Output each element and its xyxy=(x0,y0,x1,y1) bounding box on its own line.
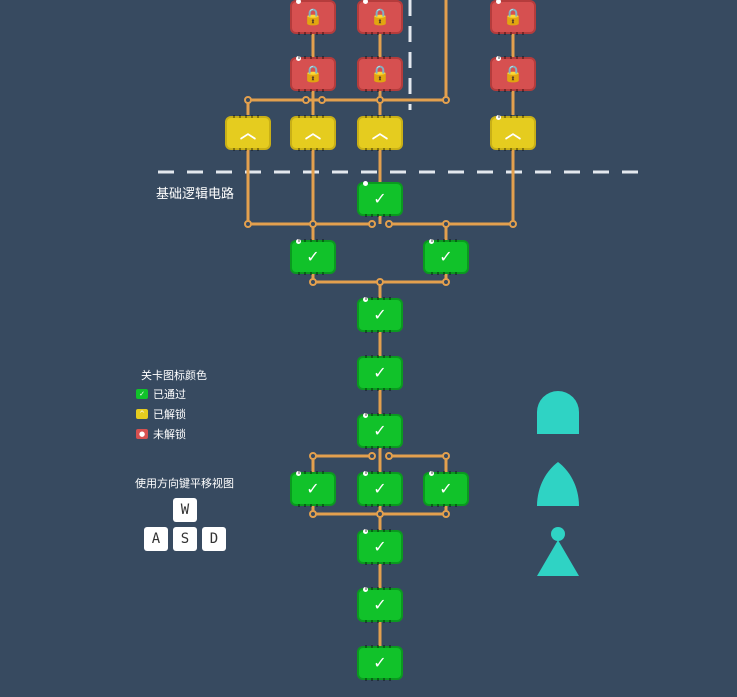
legend-item-unlocked: ^ 已解锁 xyxy=(136,406,186,422)
key-s[interactable]: S xyxy=(173,527,197,551)
controls-title: 使用方向键平移视图 xyxy=(135,477,234,490)
level-node-done[interactable]: ✓ xyxy=(290,239,336,275)
level-node-done[interactable]: ✓ xyxy=(357,587,403,623)
level-node-done[interactable]: ✓ xyxy=(357,471,403,507)
level-node-unlocked[interactable]: ︿ xyxy=(290,115,336,151)
section-label: 基础逻辑电路 xyxy=(156,187,235,202)
chevron-up-icon: ︿ xyxy=(239,123,256,142)
lock-icon: 🔒 xyxy=(303,64,323,83)
check-icon: ✓ xyxy=(439,247,453,266)
level-node-unlocked[interactable]: ︿ xyxy=(225,115,271,151)
check-icon: ✓ xyxy=(373,653,387,672)
lock-icon: 🔒 xyxy=(503,64,523,83)
legend-title: 关卡图标颜色 xyxy=(141,369,207,382)
level-node-locked[interactable]: 🔒 xyxy=(357,0,403,35)
chevron-up-icon: ︿ xyxy=(371,123,388,142)
cone-piece-icon xyxy=(537,527,579,576)
lock-icon: 🔒 xyxy=(303,7,323,26)
level-node-done[interactable]: ✓ xyxy=(423,239,469,275)
lock-icon: ● xyxy=(136,429,148,439)
level-node-done[interactable]: ✓ xyxy=(357,413,403,449)
level-node-done[interactable]: ✓ xyxy=(290,471,336,507)
check-icon: ✓ xyxy=(136,389,148,399)
check-icon: ✓ xyxy=(373,189,387,208)
key-d[interactable]: D xyxy=(202,527,226,551)
bell-piece-icon xyxy=(537,462,579,506)
level-node-done[interactable]: ✓ xyxy=(357,181,403,217)
level-node-locked[interactable]: 🔒 xyxy=(490,56,536,92)
legend-item-done: ✓ 已通过 xyxy=(136,386,186,402)
check-icon: ✓ xyxy=(373,305,387,324)
level-node-locked[interactable]: 🔒 xyxy=(357,56,403,92)
level-node-done[interactable]: ✓ xyxy=(423,471,469,507)
level-node-locked[interactable]: 🔒 xyxy=(490,0,536,35)
dome-piece-icon xyxy=(537,391,579,434)
level-node-unlocked[interactable]: ︿ xyxy=(490,115,536,151)
level-node-done[interactable]: ✓ xyxy=(357,529,403,565)
lock-icon: 🔒 xyxy=(370,7,390,26)
level-node-locked[interactable]: 🔒 xyxy=(290,56,336,92)
lock-icon: 🔒 xyxy=(503,7,523,26)
check-icon: ✓ xyxy=(306,479,320,498)
chevron-up-icon: ︿ xyxy=(504,123,521,142)
level-node-done[interactable]: ✓ xyxy=(357,355,403,391)
lock-icon: 🔒 xyxy=(370,64,390,83)
level-node-done[interactable]: ✓ xyxy=(357,297,403,333)
check-icon: ✓ xyxy=(373,363,387,382)
check-icon: ✓ xyxy=(373,595,387,614)
key-w[interactable]: W xyxy=(173,498,197,522)
check-icon: ✓ xyxy=(373,537,387,556)
check-icon: ✓ xyxy=(373,479,387,498)
check-icon: ✓ xyxy=(439,479,453,498)
level-node-done[interactable]: ✓ xyxy=(357,645,403,681)
level-node-locked[interactable]: 🔒 xyxy=(290,0,336,35)
key-a[interactable]: A xyxy=(144,527,168,551)
level-node-unlocked[interactable]: ︿ xyxy=(357,115,403,151)
chevron-up-icon: ^ xyxy=(136,409,148,419)
check-icon: ✓ xyxy=(306,247,320,266)
chevron-up-icon: ︿ xyxy=(304,123,321,142)
legend-item-locked: ● 未解锁 xyxy=(136,426,186,442)
check-icon: ✓ xyxy=(373,421,387,440)
